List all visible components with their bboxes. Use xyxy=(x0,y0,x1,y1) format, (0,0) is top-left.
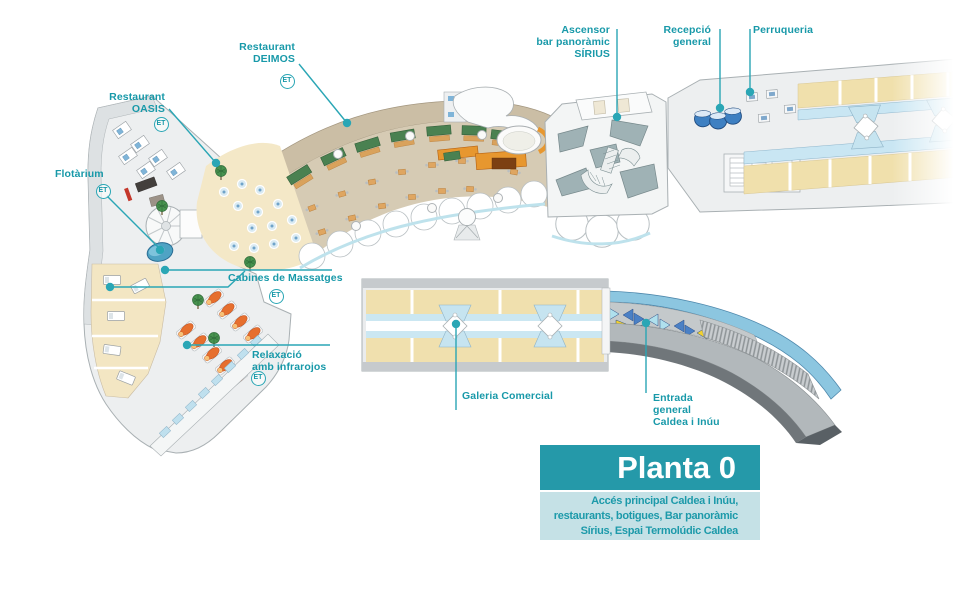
callout-line-deimos xyxy=(298,63,348,124)
shopping-gallery xyxy=(361,278,609,372)
oasis-floor xyxy=(196,142,316,271)
label-line: general xyxy=(672,36,711,48)
label-line: Relaxació xyxy=(252,349,302,361)
terrace-scallops xyxy=(298,180,548,270)
callout-dot-entrada xyxy=(641,318,651,328)
label-entrada-general: Entrada general Caldea i Inúu xyxy=(653,392,720,428)
callout-dot-relaxacio xyxy=(182,340,192,350)
callout-dot-cabines-2 xyxy=(105,282,115,292)
gallery-corridor xyxy=(366,321,604,331)
label-line: Cabines de Massatges xyxy=(228,272,343,284)
callout-line-oasis xyxy=(168,108,217,164)
label-relaxacio-infrarojos: Relaxació amb infrarojos xyxy=(252,349,326,373)
label-cabines-massatges: Cabines de Massatges xyxy=(228,272,343,284)
label-line: OASIS xyxy=(131,103,165,115)
et-badge-icon: ET xyxy=(250,370,266,386)
gallery-shops-bottom xyxy=(366,338,604,362)
label-line: Perruqueria xyxy=(753,24,814,36)
description-line: Sírius, Espai Termolúdic Caldea xyxy=(580,525,739,537)
kitchen-bar xyxy=(437,86,550,171)
label-flotarium: Flotàrium xyxy=(55,168,104,180)
label-line: Caldea i Inúu xyxy=(653,416,720,428)
label-restaurant-deimos: Restaurant DEIMOS xyxy=(239,41,295,65)
label-recepcio-general: Recepció general xyxy=(664,24,712,48)
label-line: amb infrarojos xyxy=(252,361,327,373)
bridge-louver-wall xyxy=(699,319,820,400)
label-restaurant-oasis: Restaurant OASIS xyxy=(109,91,165,115)
et-badge-icon: ET xyxy=(95,183,111,199)
label-ascensor-sirius: Ascensor bar panoràmic SÍRIUS xyxy=(536,24,610,60)
label-line: Recepció xyxy=(663,24,711,36)
floor-title-banner: Planta 0 xyxy=(540,445,760,490)
arc-columns xyxy=(333,130,503,231)
label-perruqueria: Perruqueria xyxy=(753,24,813,36)
fountain-ornament xyxy=(453,208,481,241)
label-galeria-comercial: Galeria Comercial xyxy=(462,390,553,402)
description-line: Accés principal Caldea i Inúu, xyxy=(591,495,738,507)
description-line: restaurants, botigues, Bar panoràmic xyxy=(553,510,739,522)
callout-dot-cabines xyxy=(160,265,170,275)
label-line: Flotàrium xyxy=(55,168,104,180)
floor-description: Accés principal Caldea i Inúu, restauran… xyxy=(540,492,760,540)
central-hall-sirius xyxy=(544,91,669,218)
callout-line-cabines-2 xyxy=(110,270,246,288)
massage-cabins xyxy=(90,263,167,399)
entrance-bridge xyxy=(601,287,842,445)
callout-dot-oasis xyxy=(211,158,221,168)
callout-dot-galeria xyxy=(451,319,461,329)
callout-line-flotarium xyxy=(106,195,161,250)
callout-dot-recepcio xyxy=(715,103,725,113)
label-line: general xyxy=(653,404,692,416)
label-line: SÍRIUS xyxy=(574,48,610,60)
et-badge-icon: ET xyxy=(153,116,169,132)
restaurant-arc xyxy=(155,86,577,348)
label-line: Restaurant xyxy=(109,91,165,103)
callout-dot-flotarium xyxy=(155,245,165,255)
et-badge-icon: ET xyxy=(279,73,295,89)
label-line: Entrada xyxy=(653,392,693,404)
label-line: bar panoràmic xyxy=(536,36,610,48)
label-line: DEIMOS xyxy=(252,53,295,65)
callout-dot-deimos xyxy=(342,118,352,128)
et-badge-icon: ET xyxy=(268,288,284,304)
plaza-terrace xyxy=(453,207,651,248)
callouts xyxy=(105,29,755,410)
reception-desk xyxy=(694,107,742,130)
callout-dot-perruqueria xyxy=(745,87,755,97)
label-line: Restaurant xyxy=(239,41,295,53)
gallery-shops-top xyxy=(366,290,604,314)
label-line: Ascensor xyxy=(561,24,610,36)
callout-dot-ascensor xyxy=(612,112,622,122)
label-line: Galeria Comercial xyxy=(462,390,553,402)
hall-staircases xyxy=(580,146,641,194)
edge-fade xyxy=(892,50,969,218)
gallery-partition xyxy=(533,304,567,348)
